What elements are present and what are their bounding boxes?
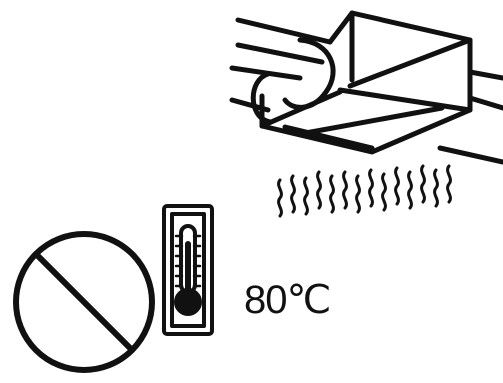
prohibition-icon: [13, 231, 155, 373]
thermometer-icon: [162, 204, 214, 336]
temperature-label: 80℃: [244, 278, 331, 322]
ceiling-heater-unit: [229, 10, 503, 165]
heat-waves-icon: [277, 164, 452, 218]
